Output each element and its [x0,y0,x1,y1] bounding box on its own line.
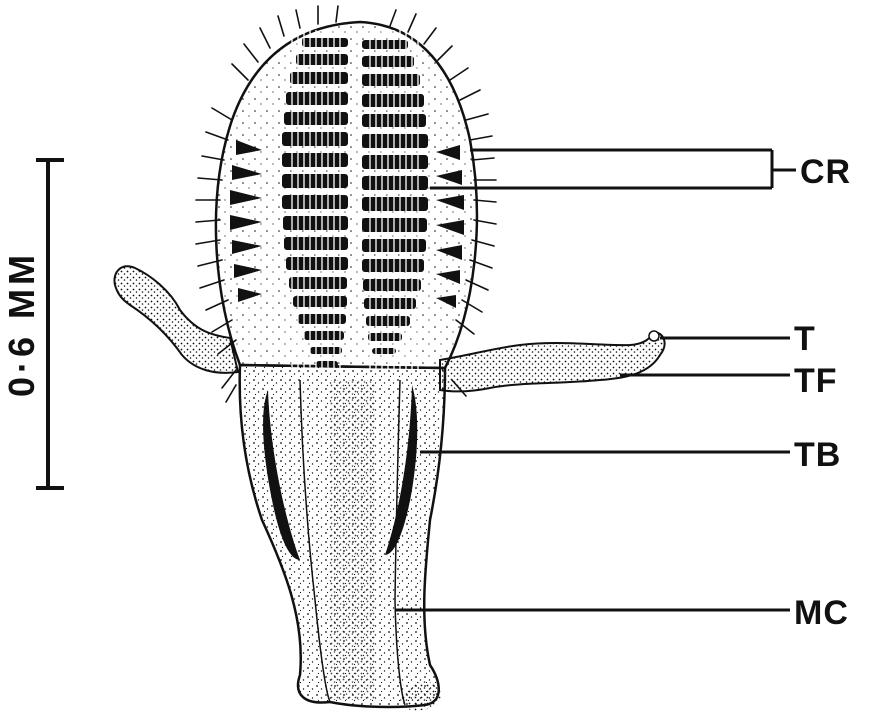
scale-bar-label: 0·6 MM [1,251,42,397]
label-tf: TF [794,362,838,400]
label-tb: TB [794,436,841,474]
label-t: T [794,320,816,358]
label-cr: CR [800,153,851,191]
label-mc: MC [794,594,849,632]
specimen-body [216,22,477,710]
